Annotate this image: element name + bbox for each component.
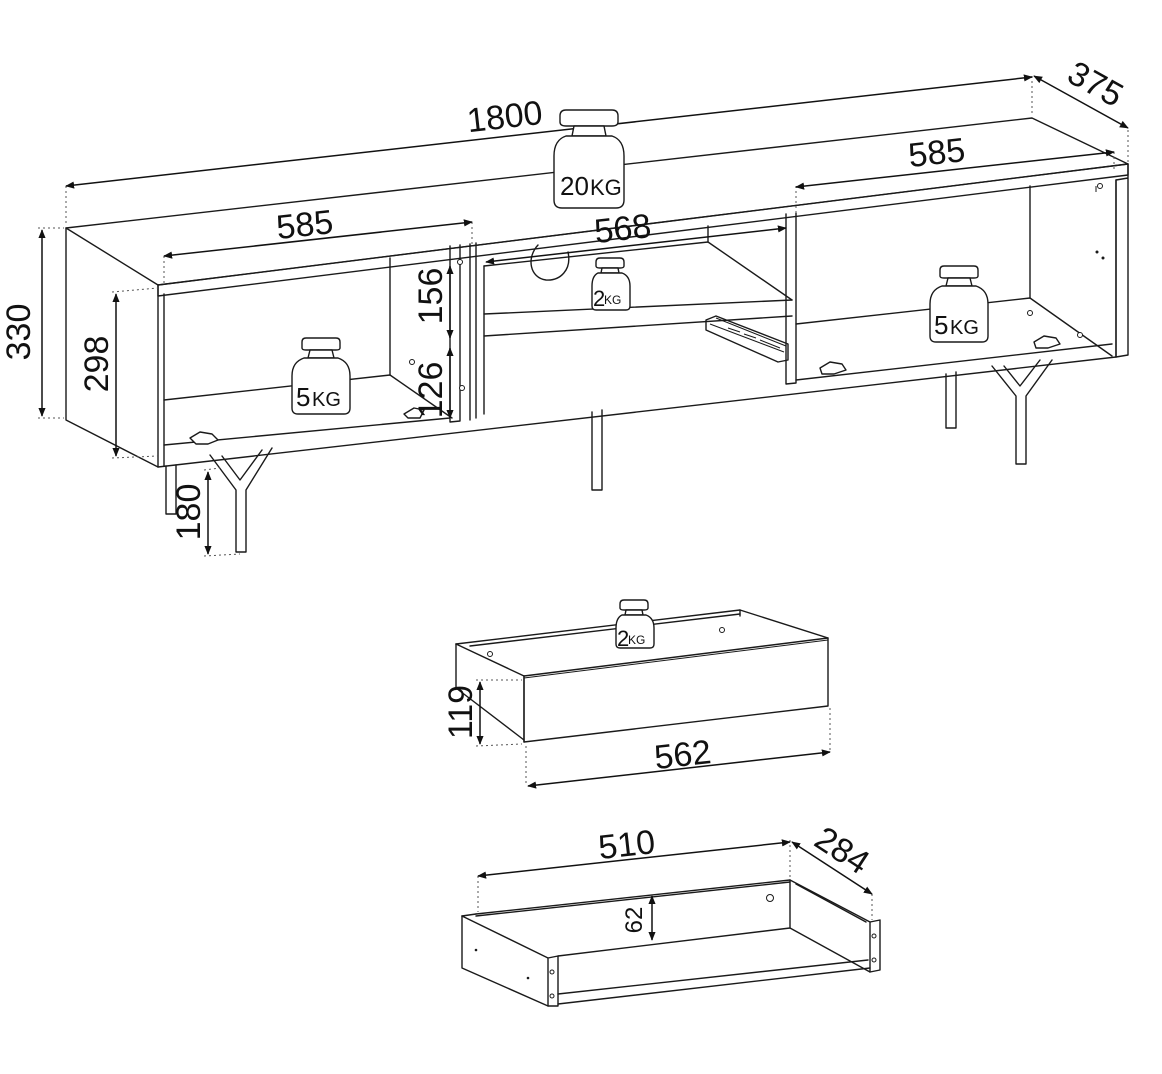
drawer-box-dimensions	[477, 839, 873, 941]
drawer-slide-icon	[705, 315, 789, 363]
weight-drawer-unit: KG	[628, 633, 645, 647]
dim-lower-drawer-height: 126	[412, 362, 450, 419]
dim-left-compartment-width: 585	[275, 203, 336, 247]
dim-inner-height: 298	[78, 336, 116, 393]
weight-icon: 5 KG	[929, 265, 989, 343]
weight-left-amount: 5	[296, 382, 310, 412]
dim-drawer-front-width: 562	[653, 733, 714, 777]
leg-icon	[165, 359, 1053, 553]
dim-drawer-box-width: 510	[597, 823, 658, 867]
dim-drawer-box-depth: 284	[808, 819, 876, 882]
weight-icon: 5 KG	[291, 337, 351, 415]
weight-drawer-amount: 2	[617, 626, 629, 651]
weight-top-amount: 20	[560, 171, 589, 201]
dim-center-compartment-width: 568	[593, 207, 654, 251]
dim-total-height: 330	[0, 304, 38, 361]
drawer-front-drawing	[455, 609, 829, 743]
dim-leg-height: 180	[170, 484, 208, 541]
tv-stand-dimensions	[38, 74, 1129, 557]
weight-icon: 2 KG	[615, 599, 655, 651]
drawer-front-dimensions	[475, 679, 831, 789]
weight-right-amount: 5	[934, 310, 948, 340]
dim-upper-shelf-height: 156	[412, 268, 450, 325]
dim-depth: 375	[1061, 54, 1129, 115]
dim-right-compartment-width: 585	[907, 131, 968, 175]
weight-right-unit: KG	[950, 317, 979, 339]
dim-drawer-front-height: 119	[442, 685, 480, 739]
dim-drawer-box-height: 62	[621, 907, 648, 934]
weight-icon: 2 KG	[591, 257, 631, 311]
weight-icon: 20 KG	[553, 109, 625, 209]
drawer-box-drawing	[461, 879, 881, 1007]
weight-top-unit: KG	[590, 175, 622, 200]
weight-left-unit: KG	[312, 389, 341, 411]
weight-center-unit: KG	[604, 293, 621, 307]
dim-total-width: 1800	[465, 94, 544, 140]
weight-center-amount: 2	[593, 286, 605, 311]
hinge-icon	[189, 335, 1061, 445]
